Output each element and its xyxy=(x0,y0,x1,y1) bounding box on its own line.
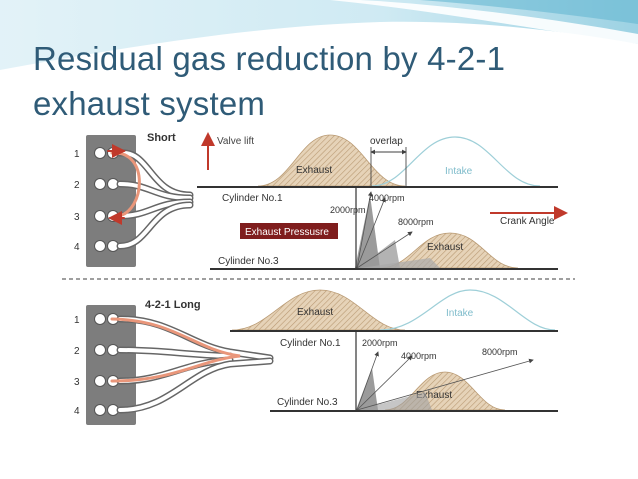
long-label: 4-2-1 Long xyxy=(145,299,201,311)
long-port-number-4: 4 xyxy=(74,406,80,417)
short-cyl3-exhaust-label: Exhaust xyxy=(427,242,463,253)
overlap-label: overlap xyxy=(370,136,403,147)
short-pressure-waves xyxy=(355,191,440,269)
long-pressure-waves xyxy=(356,351,534,411)
crank-angle-label: Crank Angle xyxy=(500,216,555,227)
short-port-number-2: 2 xyxy=(74,180,80,191)
valve-lift-label: Valve lift xyxy=(217,136,254,147)
long-cyl3-exhaust-label: Exhaust xyxy=(416,390,452,401)
short-cyl1-label: Cylinder No.1 xyxy=(222,193,283,204)
short-port-number-1: 1 xyxy=(74,149,80,160)
short-port-number-4: 4 xyxy=(74,242,80,253)
long-cyl1-label: Cylinder No.1 xyxy=(280,338,341,349)
short-intake-curve xyxy=(371,136,541,187)
exhaust-pressure-box xyxy=(240,223,338,239)
long-intake-label: Intake xyxy=(446,308,474,319)
long-cyl1-exhaust-curve xyxy=(231,289,406,331)
short-rpm-4000-label: 4000rpm xyxy=(369,193,405,203)
slide-title-line-2: exhaust system xyxy=(33,85,266,122)
short-intake-label: Intake xyxy=(445,166,473,177)
slide-title-line-1: Residual gas reduction by 4-2-1 xyxy=(33,40,506,77)
long-rpm-8000-label: 8000rpm xyxy=(482,347,518,357)
long-exhaust-pipes xyxy=(110,315,274,414)
long-port-number-2: 2 xyxy=(74,346,80,357)
long-intake-curve xyxy=(379,289,556,331)
short-rpm-8000-label: 8000rpm xyxy=(398,217,434,227)
long-rpm-4000-label: 4000rpm xyxy=(401,351,437,361)
exhaust-pressure-label: Exhaust Pressusre xyxy=(245,227,329,238)
long-port-number-3: 3 xyxy=(74,377,80,388)
header-wave-decoration xyxy=(0,0,638,70)
short-cyl1-exhaust-label: Exhaust xyxy=(296,165,332,176)
short-label: Short xyxy=(147,132,176,144)
short-cyl3-label: Cylinder No.3 xyxy=(218,256,279,267)
overlap-marker xyxy=(370,147,407,187)
short-exhaust-pipes xyxy=(107,144,194,250)
long-cyl3-label: Cylinder No.3 xyxy=(277,397,338,408)
short-rpm-2000-label: 2000rpm xyxy=(330,205,366,215)
long-port-number-1: 1 xyxy=(74,315,80,326)
short-port-number-3: 3 xyxy=(74,212,80,223)
short-cyl1-exhaust-curve xyxy=(257,134,406,187)
long-cyl1-exhaust-label: Exhaust xyxy=(297,307,333,318)
long-rpm-2000-label: 2000rpm xyxy=(362,338,398,348)
short-cyl3-exhaust-curve xyxy=(379,232,519,269)
